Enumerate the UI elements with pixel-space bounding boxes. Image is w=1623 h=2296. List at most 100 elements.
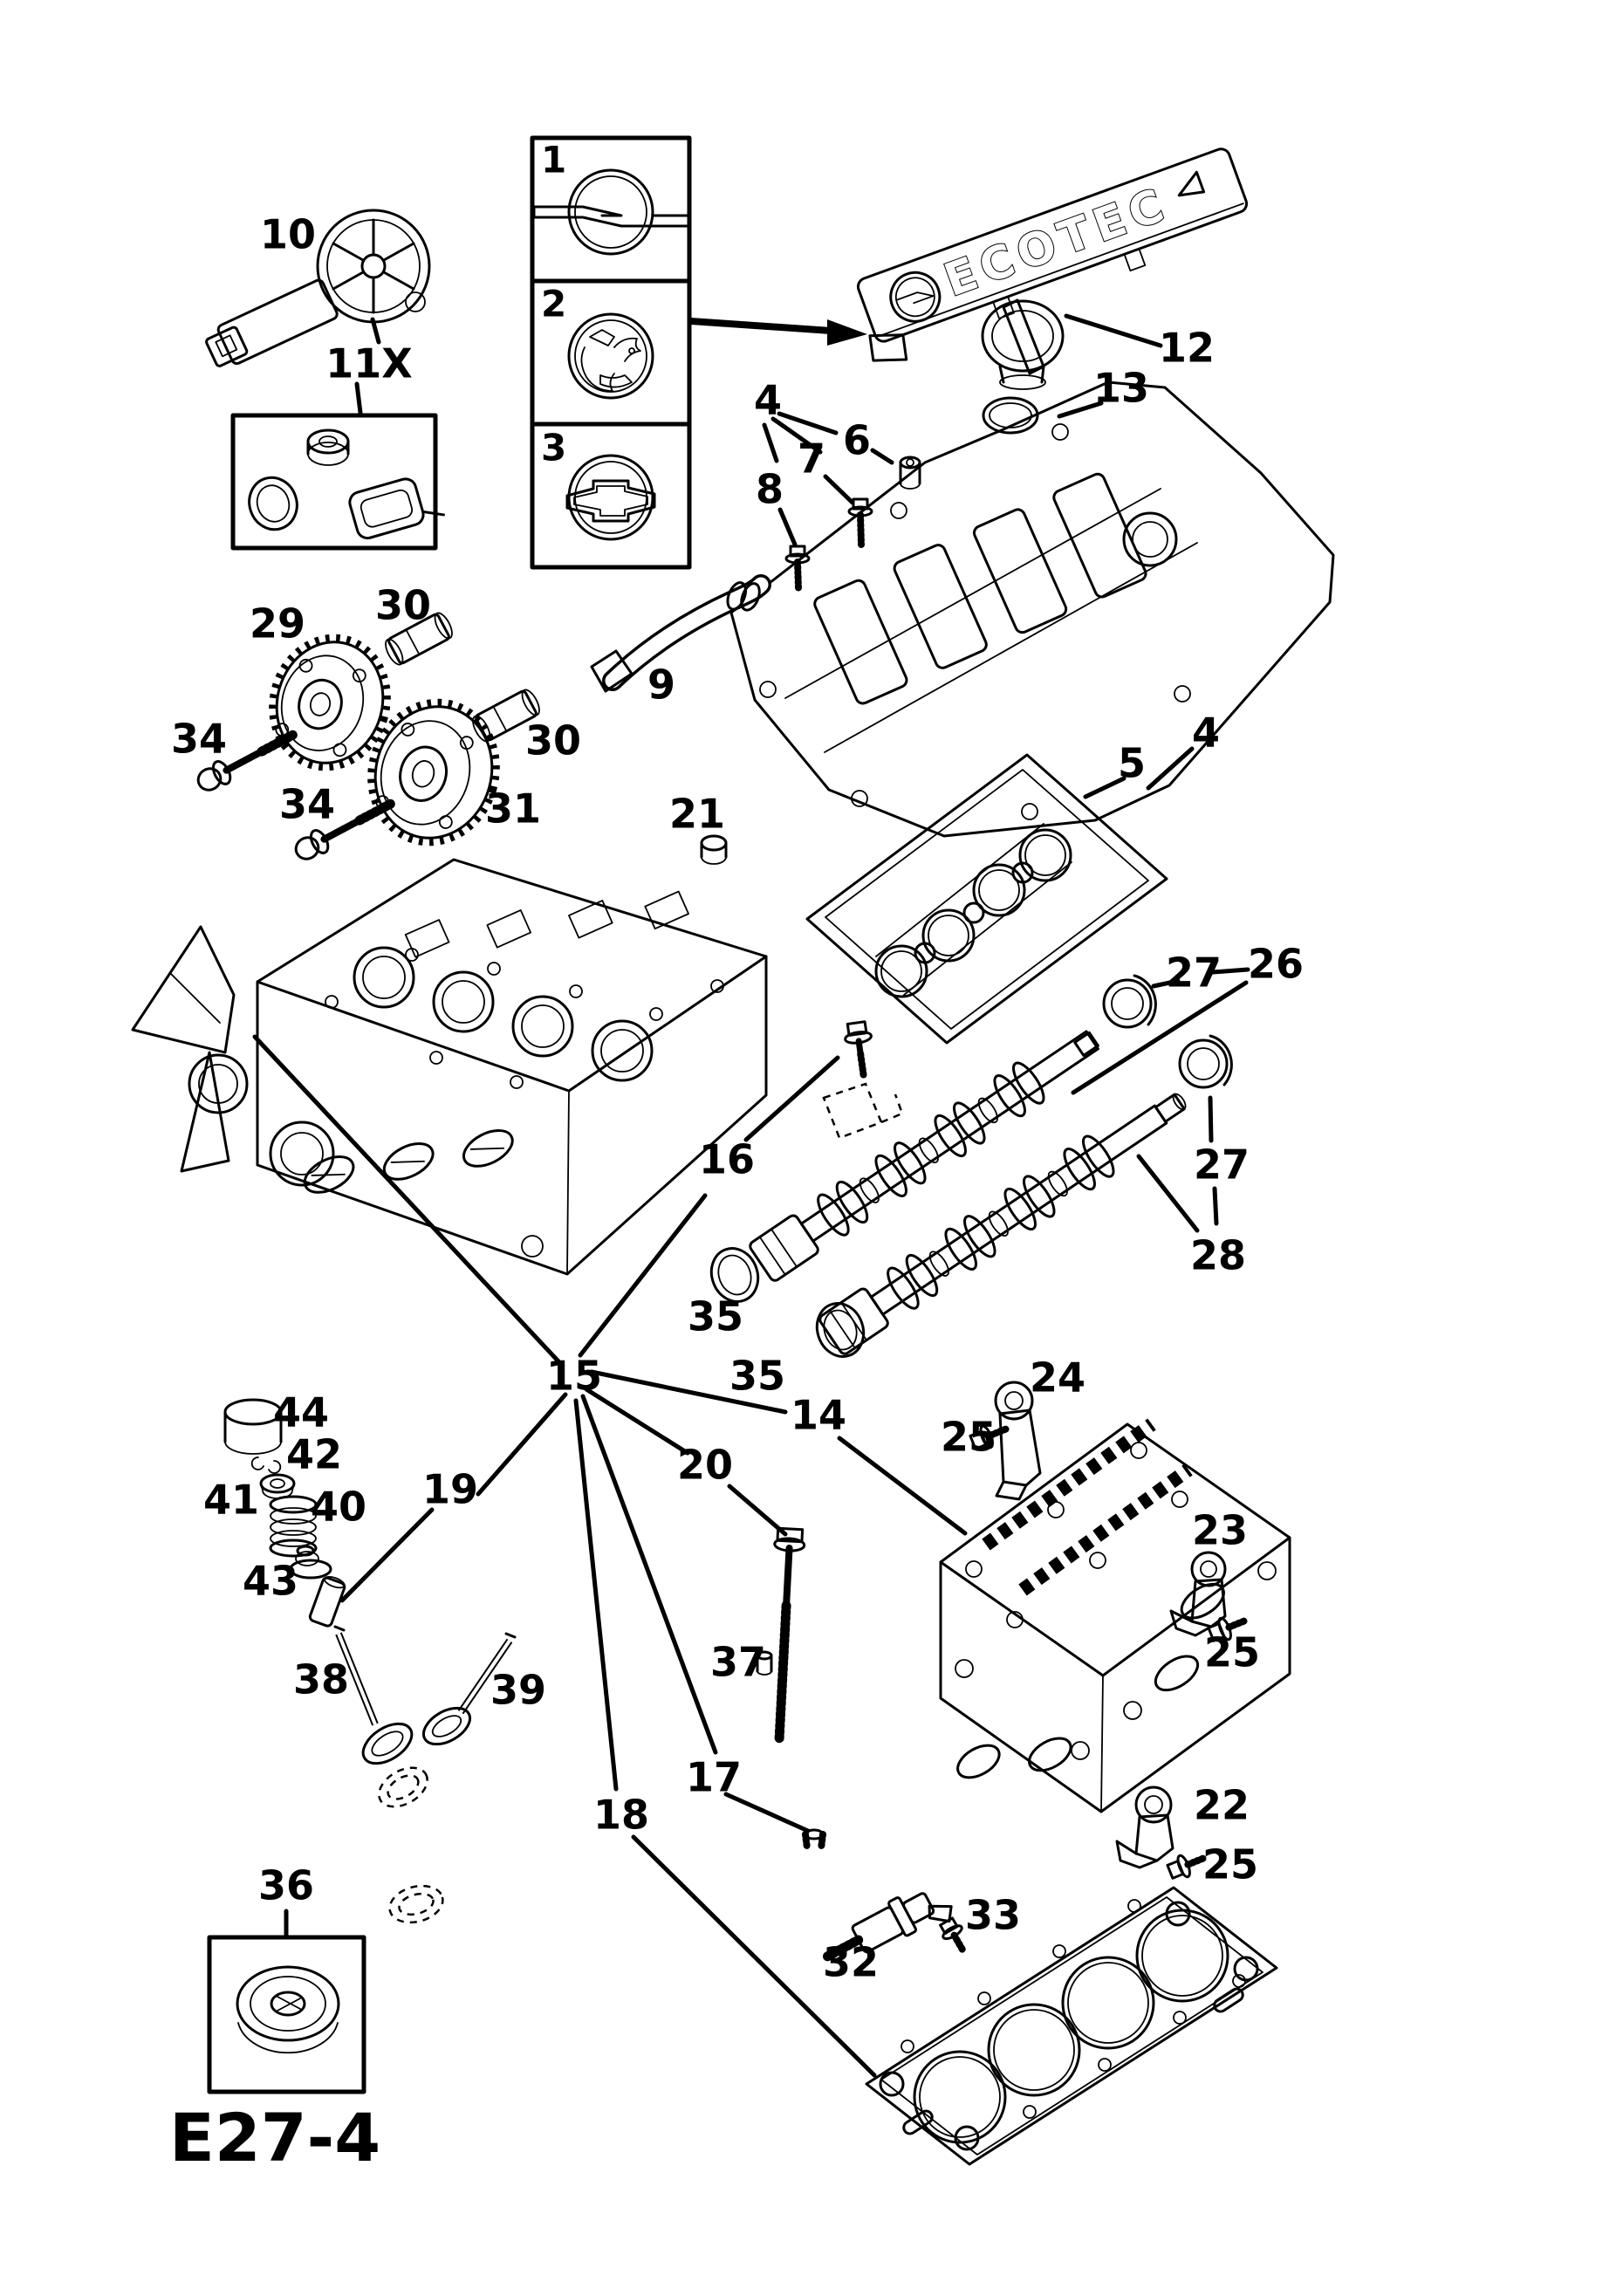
bracket-bolt-part (969, 1424, 1010, 1450)
camshaft-intake-part (818, 1093, 1187, 1355)
head-bolt-part (844, 1020, 873, 1080)
callout-25: 25 (941, 1414, 996, 1461)
callout-13: 13 (1093, 365, 1149, 412)
legend-number-2: 2 (541, 283, 566, 326)
bracket-bolt-part (1207, 1616, 1249, 1642)
cover-triangle-mark (1177, 170, 1206, 197)
callout-12: 12 (1159, 325, 1215, 372)
callout-17: 17 (686, 1754, 742, 1801)
vauxhall-griffin-logo (567, 312, 654, 400)
ecotec-label: ECOTEC (938, 178, 1176, 307)
legend-number-3: 3 (541, 427, 566, 469)
callout-11X: 11X (325, 340, 412, 387)
callout-16: 16 (699, 1136, 755, 1183)
callout-43: 43 (243, 1558, 298, 1605)
grub-screw-part (802, 1828, 826, 1852)
callout-15: 15 (546, 1353, 602, 1400)
cover-gasket-part (805, 753, 1168, 1045)
callout-32: 32 (823, 1939, 879, 1986)
sensor-seal-kit-box (230, 413, 445, 551)
callout-36: 36 (258, 1862, 314, 1909)
camshaft-exhaust-part (749, 1030, 1099, 1282)
cylinder-head-left-part (131, 858, 768, 1276)
page-code: E27-4 (169, 2099, 380, 2176)
seal-cap-box (207, 1935, 366, 2094)
oil-filler-cap-part (981, 298, 1065, 390)
cover-bolt-part (784, 545, 811, 592)
callout-21: 21 (669, 791, 725, 838)
callout-10: 10 (260, 211, 316, 258)
callout-34: 34 (171, 716, 227, 763)
cam-solenoid-part (822, 1892, 953, 1962)
callout-18: 18 (593, 1792, 649, 1839)
valve-spring-part (269, 1495, 318, 1558)
ghost-bracket (822, 1082, 904, 1140)
callout-9: 9 (647, 661, 675, 709)
valve-part (333, 1625, 414, 1765)
callout-31: 31 (485, 785, 541, 833)
phaser-sleeve-part (472, 689, 540, 743)
valve-guide-part (308, 1575, 346, 1628)
cover-bolt-part (847, 497, 873, 548)
callout-25: 25 (1204, 1629, 1260, 1676)
breather-hose-part (590, 574, 771, 693)
ghost-ring (388, 1884, 444, 1924)
callout-4: 4 (1192, 709, 1220, 757)
callout-24: 24 (1030, 1354, 1085, 1402)
spring-retainer-part (259, 1473, 296, 1499)
callout-26: 26 (1248, 941, 1304, 988)
callout-28: 28 (1190, 1232, 1246, 1279)
brand-legend: 1 2 3 (530, 135, 692, 570)
legend-arrow (690, 318, 867, 346)
valve-stem-seal-part (289, 1545, 332, 1580)
stud-part (756, 1650, 773, 1676)
callout-19: 19 (422, 1466, 478, 1513)
callout-7: 7 (798, 435, 825, 483)
sealing-cup-plug-part (700, 834, 728, 865)
tappet-part (223, 1398, 283, 1455)
callout-35: 35 (729, 1353, 785, 1400)
bracket-part (1115, 1785, 1174, 1869)
camshaft-cover-part (729, 380, 1335, 838)
cover-plug-part (899, 456, 921, 490)
callout-37: 37 (710, 1639, 766, 1686)
callout-35: 35 (688, 1293, 743, 1340)
valve-part (421, 1632, 517, 1746)
callout-14: 14 (791, 1392, 846, 1439)
exhaust-phaser-part (269, 634, 391, 771)
camshaft-seal-part (1178, 1034, 1233, 1089)
ghost-seal-ring (378, 1766, 428, 1808)
callout-4: 4 (754, 377, 782, 424)
callout-39: 39 (490, 1667, 546, 1714)
bracket-part (1169, 1551, 1227, 1637)
phaser-bolt-part (196, 730, 298, 792)
callout-30: 30 (525, 717, 581, 764)
intake-phaser-part (367, 698, 500, 846)
callout-30: 30 (375, 582, 431, 629)
sealing-ring-part (709, 1247, 760, 1303)
callout-20: 20 (677, 1442, 733, 1489)
chevrolet-bowtie-logo (565, 454, 656, 541)
leader-lines (252, 313, 1250, 2078)
head-gasket-part (865, 1886, 1278, 2166)
callout-33: 33 (965, 1892, 1021, 1939)
phaser-sleeve-part (385, 612, 453, 666)
callout-27: 27 (1166, 949, 1222, 997)
callout-38: 38 (293, 1656, 349, 1703)
opel-blitz-logo (532, 168, 691, 256)
callout-25: 25 (1202, 1841, 1258, 1888)
bracket-bolt-part (1166, 1854, 1208, 1880)
callout-41: 41 (203, 1477, 259, 1524)
callout-42: 42 (286, 1431, 342, 1478)
callout-40: 40 (311, 1484, 366, 1531)
lifting-bracket-part (994, 1381, 1042, 1501)
callout-34: 34 (279, 781, 335, 828)
callout-6: 6 (843, 417, 871, 464)
legend-number-1: 1 (541, 139, 566, 182)
phaser-bolt-part (294, 798, 395, 860)
valve-collets-part (250, 1456, 282, 1474)
callout-29: 29 (250, 600, 305, 648)
